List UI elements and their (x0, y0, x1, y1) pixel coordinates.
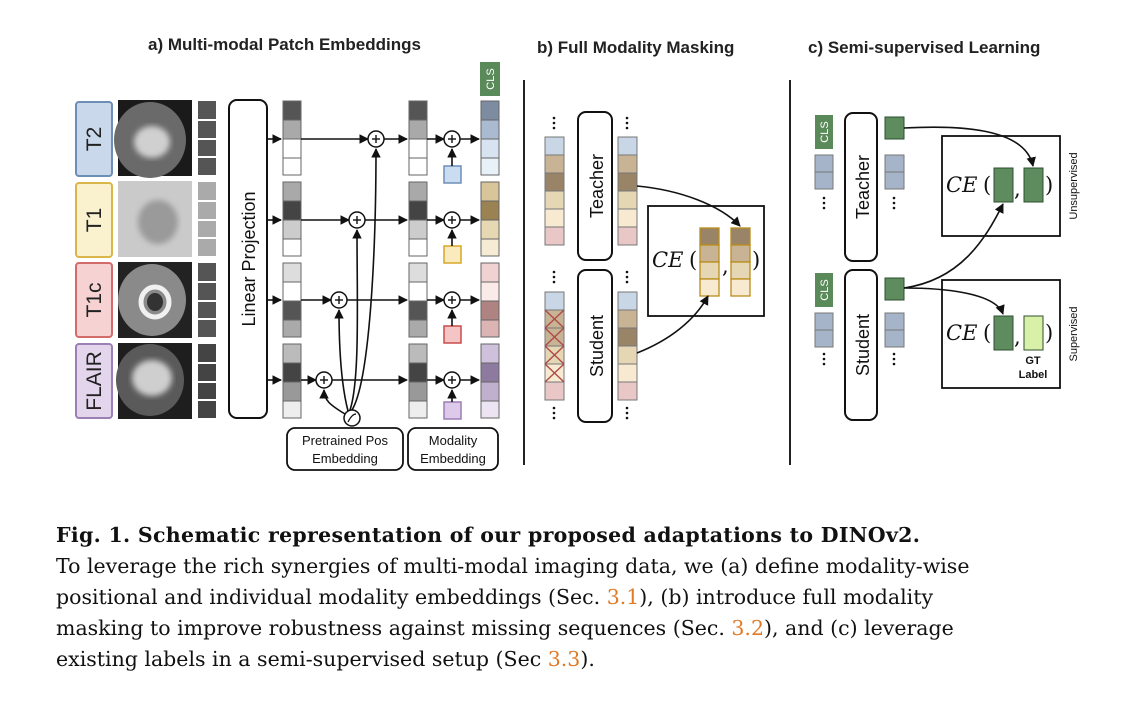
teacher-output-tokens (617, 136, 638, 246)
student-box-b (577, 269, 613, 423)
panel-b-title: b) Full Modality Masking (537, 38, 734, 57)
modality-t1: T1 (75, 182, 113, 258)
pos-embedding-arrows (319, 148, 381, 415)
svg-text:): ) (1045, 321, 1053, 345)
mod-embedding-label-1: Modality (429, 433, 478, 448)
pos-embedding-label-1: Pretrained Pos (302, 433, 388, 448)
projected-tokens (282, 100, 302, 419)
ce-label-unsup: CE (946, 173, 977, 197)
mri-image-flair (116, 343, 192, 419)
figure-diagram: a) Multi-modal Patch Embeddings b) Full … (75, 35, 1080, 471)
figure-caption: Fig. 1. Schematic representation of our … (56, 520, 1096, 675)
panel-c-arrows (903, 126, 1036, 315)
svg-text:): ) (1045, 173, 1053, 197)
gt-label-token (1023, 315, 1044, 351)
pos-embedding-box (286, 427, 404, 471)
panel-a-title: a) Multi-modal Patch Embeddings (148, 35, 421, 54)
student-label-c: Student (853, 314, 873, 376)
svg-text:(: ( (983, 173, 991, 197)
modality-t1c: T1c (75, 262, 113, 338)
final-tokens (480, 100, 500, 419)
unsupervised-label: Unsupervised (1068, 152, 1080, 219)
modality-embedding-squares (443, 165, 462, 420)
caption-heading: Fig. 1. Schematic representation of our … (56, 523, 921, 547)
caption-ref-3-1[interactable]: 3.1 (606, 585, 640, 609)
patch-strips (198, 101, 216, 418)
pos-add-nodes (315, 130, 461, 389)
student-input-tokens (544, 291, 565, 401)
caption-text-3: ), (b) introduce full modality (639, 585, 934, 609)
modality-label: FLAIR (83, 351, 106, 411)
teacher-box-c (844, 112, 878, 262)
modality-label: T1c (83, 282, 106, 317)
ellipsis-dots (552, 116, 629, 420)
teacher-label-c: Teacher (853, 155, 873, 219)
linear-projection-label: Linear Projection (239, 191, 259, 326)
gt-label-text: Label (1019, 369, 1048, 381)
modality-label: T2 (83, 127, 106, 152)
caption-text-7: ). (580, 647, 595, 671)
linear-projection-box (228, 99, 268, 419)
mri-image-t1c (118, 262, 192, 338)
gt-text: GT (1025, 355, 1041, 367)
cls-label-student: CLS (819, 279, 831, 300)
caption-ref-3-3[interactable]: 3.3 (547, 647, 581, 671)
svg-text:): ) (752, 248, 760, 272)
teacher-input-tokens (544, 136, 565, 246)
panel-c: CLS CLS Teacher Student (814, 112, 1080, 421)
panel-b: Teacher Student CE ( , ) (544, 111, 765, 423)
ce-label-b: CE (652, 248, 683, 272)
modality-flair: FLAIR (75, 343, 113, 419)
plus-signs (320, 135, 456, 384)
svg-text:,: , (722, 254, 729, 278)
modality-label: T1 (83, 208, 106, 233)
supervised-label: Supervised (1068, 306, 1080, 361)
mod-embedding-label-2: Embedding (420, 451, 486, 466)
cls-label-teacher: CLS (819, 121, 831, 142)
caption-text-1: To leverage the rich synergies of multi-… (56, 554, 970, 578)
cls-token-teacher (815, 115, 833, 149)
mod-embedding-box (407, 427, 499, 471)
modality-t2: T2 (75, 101, 113, 177)
panel-b-arrows (636, 185, 741, 354)
masked-crosses (544, 309, 565, 383)
student-output-tokens (617, 291, 638, 401)
student-cls-output (884, 277, 905, 301)
ce-label-sup: CE (946, 321, 977, 345)
teacher-box-b (577, 111, 613, 261)
cls-token-student (815, 273, 833, 307)
caption-text-6: existing labels in a semi-supervised set… (56, 647, 548, 671)
student-label-b: Student (587, 315, 607, 377)
svg-text:(: ( (689, 248, 697, 272)
teacher-label-b: Teacher (587, 154, 607, 218)
pos-embedding-source (343, 409, 361, 427)
cls-token (480, 62, 500, 96)
caption-ref-3-2[interactable]: 3.2 (731, 616, 764, 640)
svg-text:,: , (1014, 177, 1021, 201)
mri-image-t2 (114, 100, 192, 178)
caption-text-2: positional and individual modality embed… (56, 585, 607, 609)
teacher-cls-output (884, 116, 905, 140)
caption-text-4: masking to improve robustness against mi… (56, 616, 732, 640)
panel-a: T2 T1 T1c FLAIR (75, 62, 500, 471)
ce-tokens-b (699, 227, 751, 297)
mri-image-t1 (118, 181, 192, 257)
svg-text:(: ( (983, 321, 991, 345)
student-box-c (844, 269, 878, 421)
pos-embedding-label-2: Embedding (312, 451, 378, 466)
svg-text:,: , (1014, 325, 1021, 349)
caption-text-5: ), and (c) leverage (764, 616, 954, 640)
embedded-tokens (408, 100, 428, 419)
cls-label: CLS (485, 68, 497, 89)
flow-arrows (267, 134, 480, 385)
panel-c-title: c) Semi-supervised Learning (808, 38, 1040, 57)
